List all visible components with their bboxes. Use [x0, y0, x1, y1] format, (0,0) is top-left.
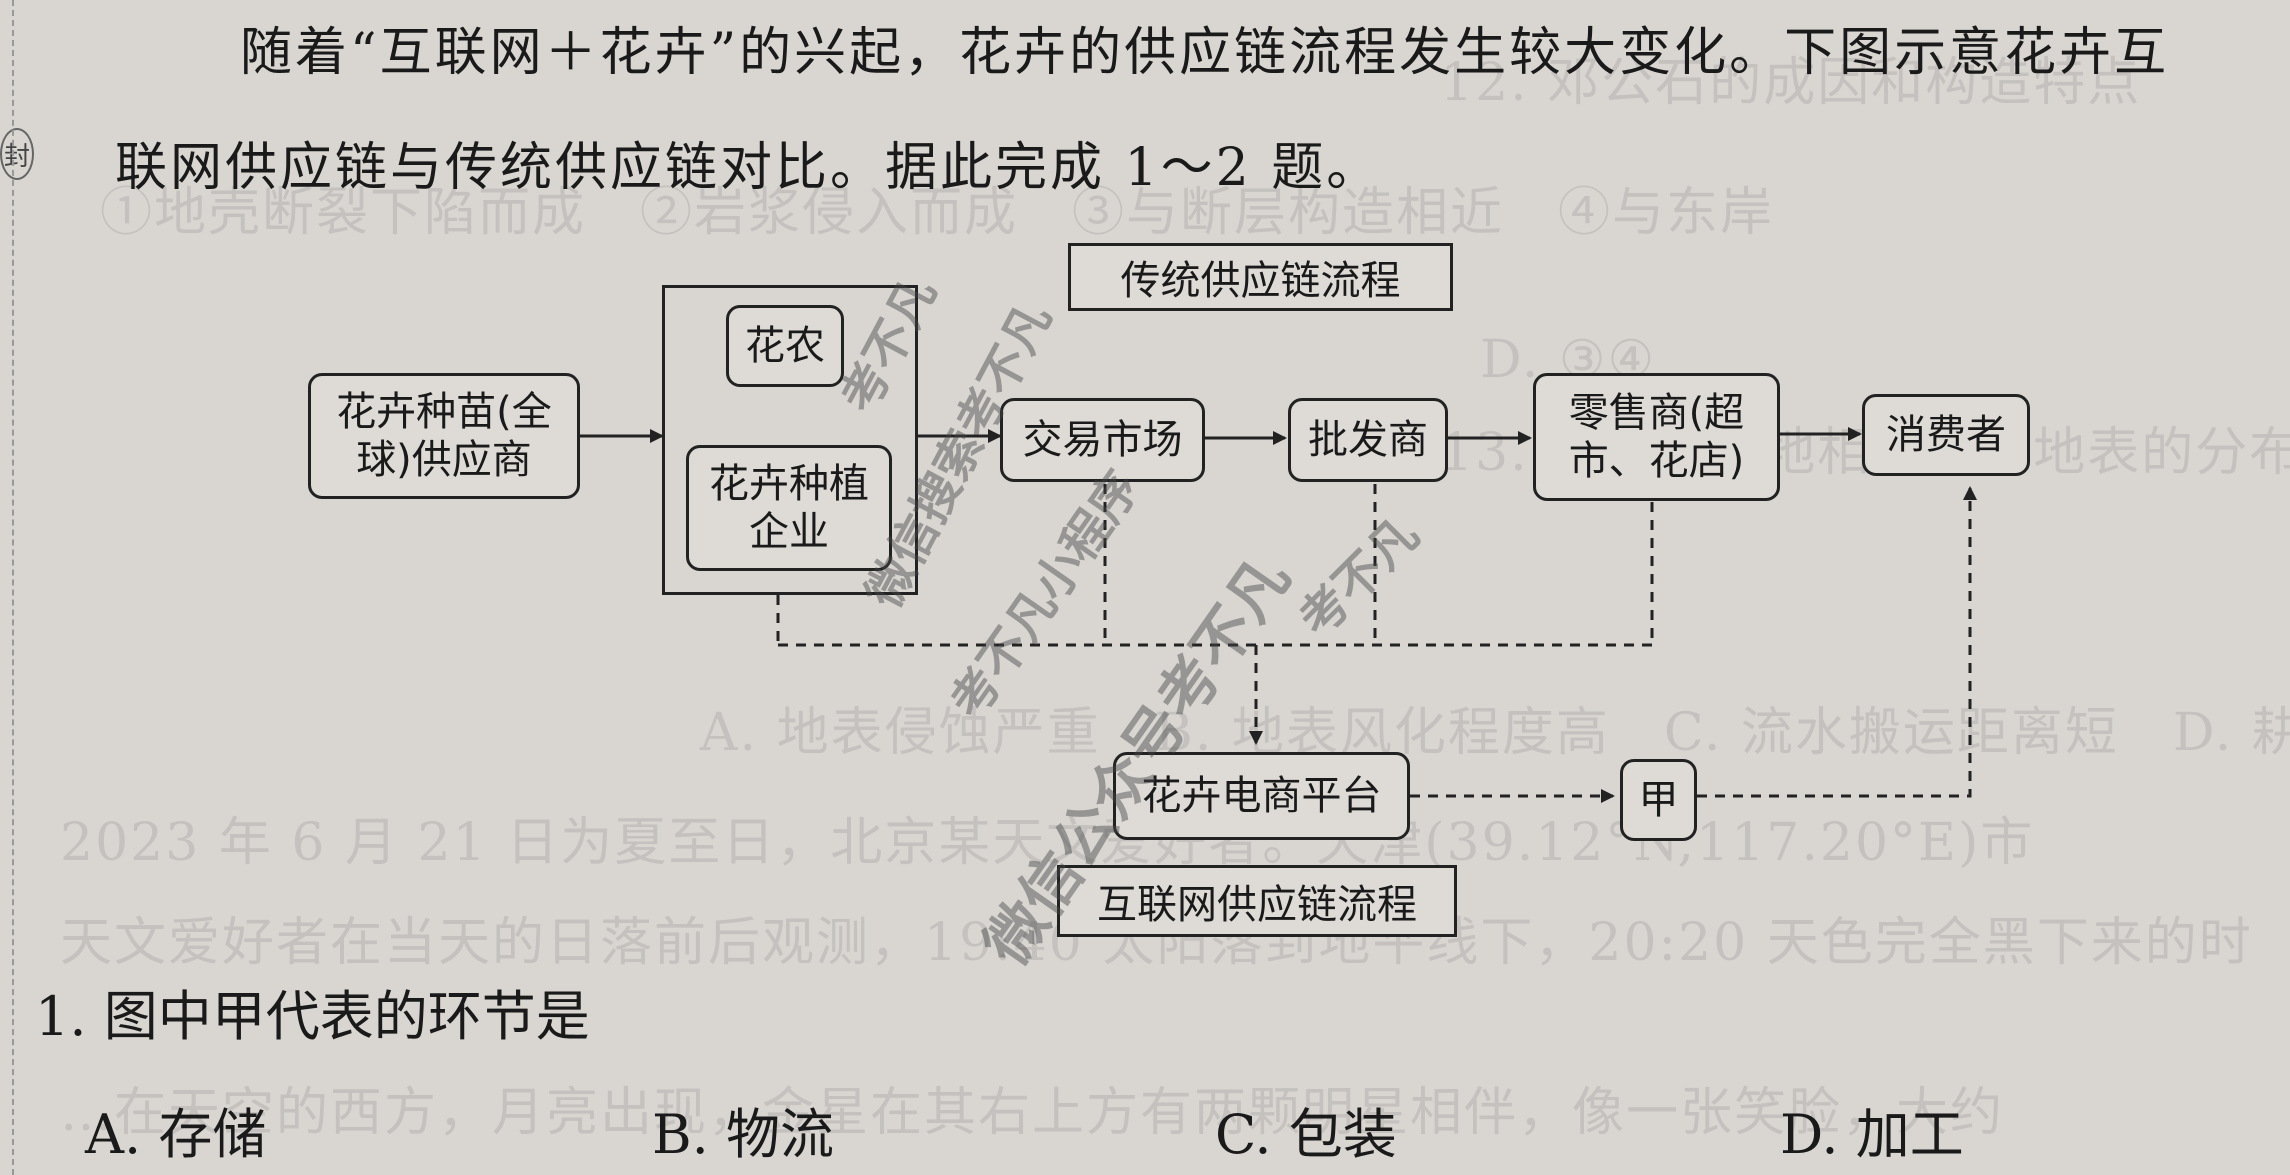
bleed-through: …在天空的西方，月亮出现，金星在其右上方有两颗明星相伴，像一张笑脸，大约 [60, 1083, 2005, 1143]
bleed-through: A. 地表侵蚀严重 B. 地表风化程度高 C. 流水搬运距离短 D. 耕种时间长 [700, 703, 2290, 763]
consumer-node: 消费者 [1862, 394, 2030, 476]
bleed-through: 12. 邓公石的成因和构造特点 [1440, 53, 2142, 113]
wholesaler-node: 批发商 [1288, 398, 1448, 482]
option-c: C. 包装 [1215, 1103, 1397, 1166]
retailer-node: 零售商(超市、花店) [1533, 373, 1780, 501]
margin-dashes [12, 0, 14, 1175]
question-number: 1. [35, 985, 87, 1048]
market-node: 交易市场 [1000, 398, 1205, 482]
option-d: D. 加工 [1780, 1103, 1964, 1166]
jia-node: 甲 [1620, 759, 1697, 841]
traditional-flow-label: 传统供应链流程 [1068, 243, 1453, 311]
producers-group [662, 285, 918, 595]
enterprise-node: 花卉种植企业 [686, 445, 892, 571]
intro-line-1: 随着“互联网＋花卉”的兴起，花卉的供应链流程发生较大变化。下图示意花卉互 [240, 23, 2170, 83]
question-1: 1. 图中甲代表的环节是 [35, 972, 590, 1051]
supplier-node: 花卉种苗(全球)供应商 [308, 373, 580, 499]
intro-line-2: 联网供应链与传统供应链对比。据此完成 1～2 题。 [115, 138, 1382, 198]
bleed-through: ①地壳断裂下陷而成 ②岩浆侵入而成 ③与断层构造相近 ④与东岸 [100, 183, 1775, 243]
option-b: B. 物流 [652, 1103, 835, 1166]
question-text: 图中甲代表的环节是 [103, 985, 590, 1048]
option-a: A. 存储 [85, 1103, 267, 1166]
ecommerce-node: 花卉电商平台 [1113, 752, 1410, 840]
bleed-through: 2023 年 6 月 21 日为夏至日，北京某天文爱好者。天津(39.12°N,… [60, 813, 2035, 873]
farmer-node: 花农 [726, 305, 844, 387]
margin-mark: 封 [0, 128, 34, 180]
internet-flow-label: 互联网供应链流程 [1057, 865, 1457, 937]
